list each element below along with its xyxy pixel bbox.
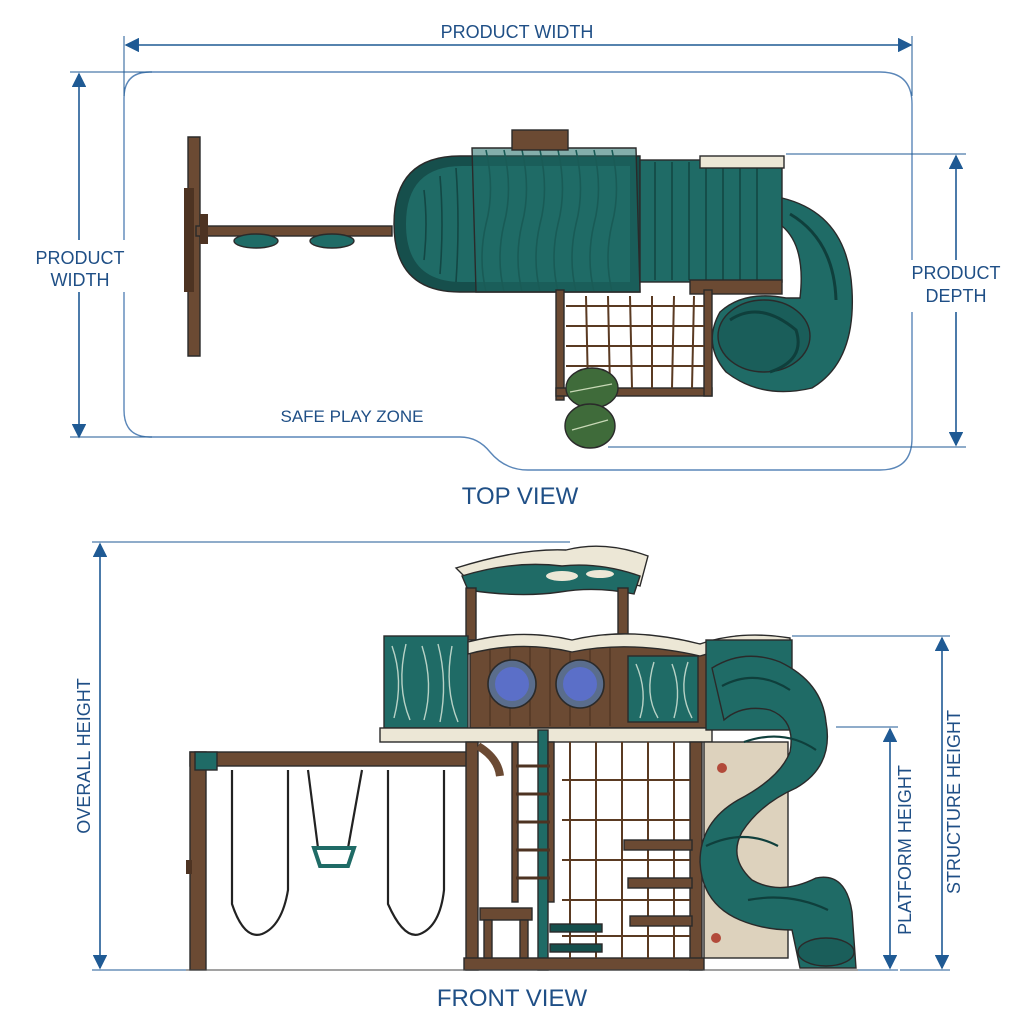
top-view: PRODUCT WIDTH PRODUCT WIDTH PRODUCT DEPT…	[36, 22, 1004, 510]
top-view-title: TOP VIEW	[462, 483, 579, 510]
swing-seat-top-1	[233, 233, 279, 249]
structure-label-bg	[946, 712, 974, 892]
deck-roof-top	[393, 129, 785, 295]
product-width-side-label-1: PRODUCT	[36, 248, 125, 268]
swing-seat-top-2	[309, 233, 355, 249]
trapeze-chain	[306, 769, 364, 849]
overall-label-bg	[70, 678, 98, 838]
steps-front	[549, 839, 693, 953]
front-view-title: FRONT VIEW	[437, 985, 588, 1012]
bench	[479, 907, 533, 921]
front-view: OVERALL HEIGHT PLATFORM HEIGHT STRUCTURE…	[70, 541, 974, 1012]
depth-label-bg	[910, 260, 1004, 312]
ladder	[511, 741, 555, 903]
swing-chain-2	[386, 770, 446, 936]
lower-structure-front	[463, 729, 789, 971]
cargo-net-top	[555, 289, 713, 401]
product-width-side-label-2: WIDTH	[51, 270, 110, 290]
side-label-bg	[36, 240, 126, 292]
leaf-holds-top	[564, 367, 619, 449]
safe-play-zone-outline	[123, 71, 913, 471]
swing-chain-1	[230, 770, 290, 936]
product-depth-label-2: DEPTH	[925, 286, 986, 306]
roof-canopy-front	[454, 545, 649, 596]
platform-label-bg	[898, 766, 924, 930]
roof-post-right	[617, 587, 629, 641]
upper-deck-front	[379, 633, 793, 743]
overall-height-label: OVERALL HEIGHT	[74, 678, 94, 833]
trapeze-bar	[311, 846, 357, 868]
tube-slide-top	[711, 197, 854, 393]
platform-height-label: PLATFORM HEIGHT	[895, 765, 915, 935]
roof-post-left	[465, 587, 477, 641]
structure-height-label: STRUCTURE HEIGHT	[944, 710, 964, 894]
product-depth-label-1: PRODUCT	[912, 263, 1001, 283]
tube-slide-front	[699, 655, 857, 969]
swing-frame-top	[184, 136, 393, 357]
swing-set-front	[186, 751, 469, 971]
safe-play-zone-label: SAFE PLAY ZONE	[281, 407, 424, 426]
product-width-top-label: PRODUCT WIDTH	[441, 22, 594, 42]
